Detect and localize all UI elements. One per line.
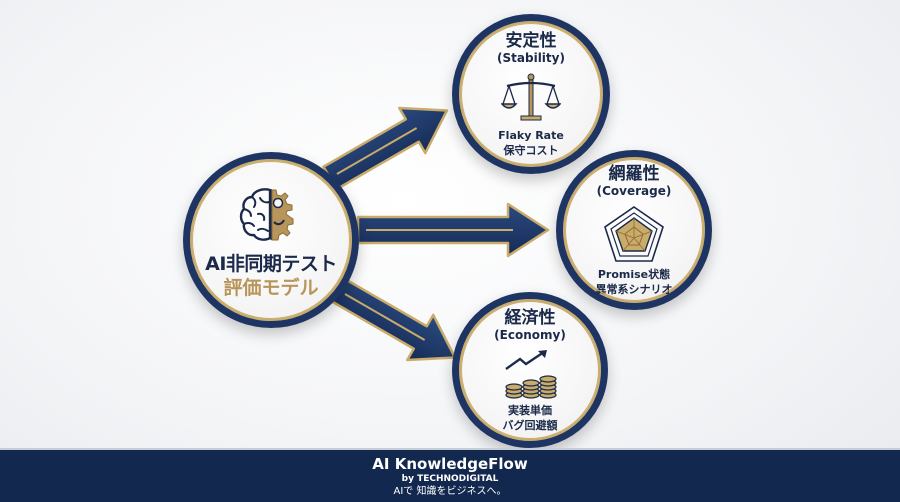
economy-node: 経済性 (Economy) 実装単価 バグ回避額 <box>452 292 608 448</box>
model-title-line1: AI非同期テスト <box>205 253 337 275</box>
arrow-to-economy <box>330 277 457 362</box>
stability-metric-2: 保守コスト <box>503 143 559 157</box>
coverage-title: 網羅性 <box>608 163 660 184</box>
footer-banner: AI KnowledgeFlow by TECHNODIGITAL AIで 知識… <box>0 448 900 502</box>
coverage-node: 網羅性 (Coverage) Promise状態 異常系シナリオ <box>556 150 712 310</box>
model-title-line2: 評価モデル <box>223 277 319 299</box>
economy-metric-2: バグ回避額 <box>502 418 558 432</box>
stability-metric-1: Flaky Rate <box>498 128 564 142</box>
arrows-layer <box>322 106 550 362</box>
balance-scale-icon <box>501 73 561 120</box>
center-model-node: AI非同期テスト 評価モデル <box>183 152 359 328</box>
footer-brand: AI KnowledgeFlow <box>372 454 528 473</box>
economy-title: 経済性 <box>504 307 556 328</box>
arrow-to-coverage <box>356 202 550 258</box>
economy-metric-1: 実装単価 <box>508 403 552 417</box>
coverage-metric-1: Promise状態 <box>597 267 671 281</box>
stability-subtitle: (Stability) <box>497 50 565 65</box>
stability-title: 安定性 <box>505 30 557 51</box>
footer-tagline: AIで 知識をビジネスへ。 <box>393 485 507 497</box>
coverage-subtitle: (Coverage) <box>596 183 672 198</box>
coverage-metric-2: 異常系シナリオ <box>595 282 673 296</box>
coins-growth-icon <box>505 349 557 399</box>
radar-chart-icon <box>604 205 664 262</box>
arrow-to-stability <box>322 106 449 191</box>
stability-node: 安定性 (Stability) Flaky Rate 保守コスト <box>452 14 610 174</box>
brain-gear-icon <box>239 188 294 241</box>
economy-subtitle: (Economy) <box>494 327 566 342</box>
diagram-stage: AI非同期テスト 評価モデル 安定性 (Stability) Flaky Rat… <box>183 14 712 448</box>
footer-byline: by TECHNODIGITAL <box>401 473 499 484</box>
